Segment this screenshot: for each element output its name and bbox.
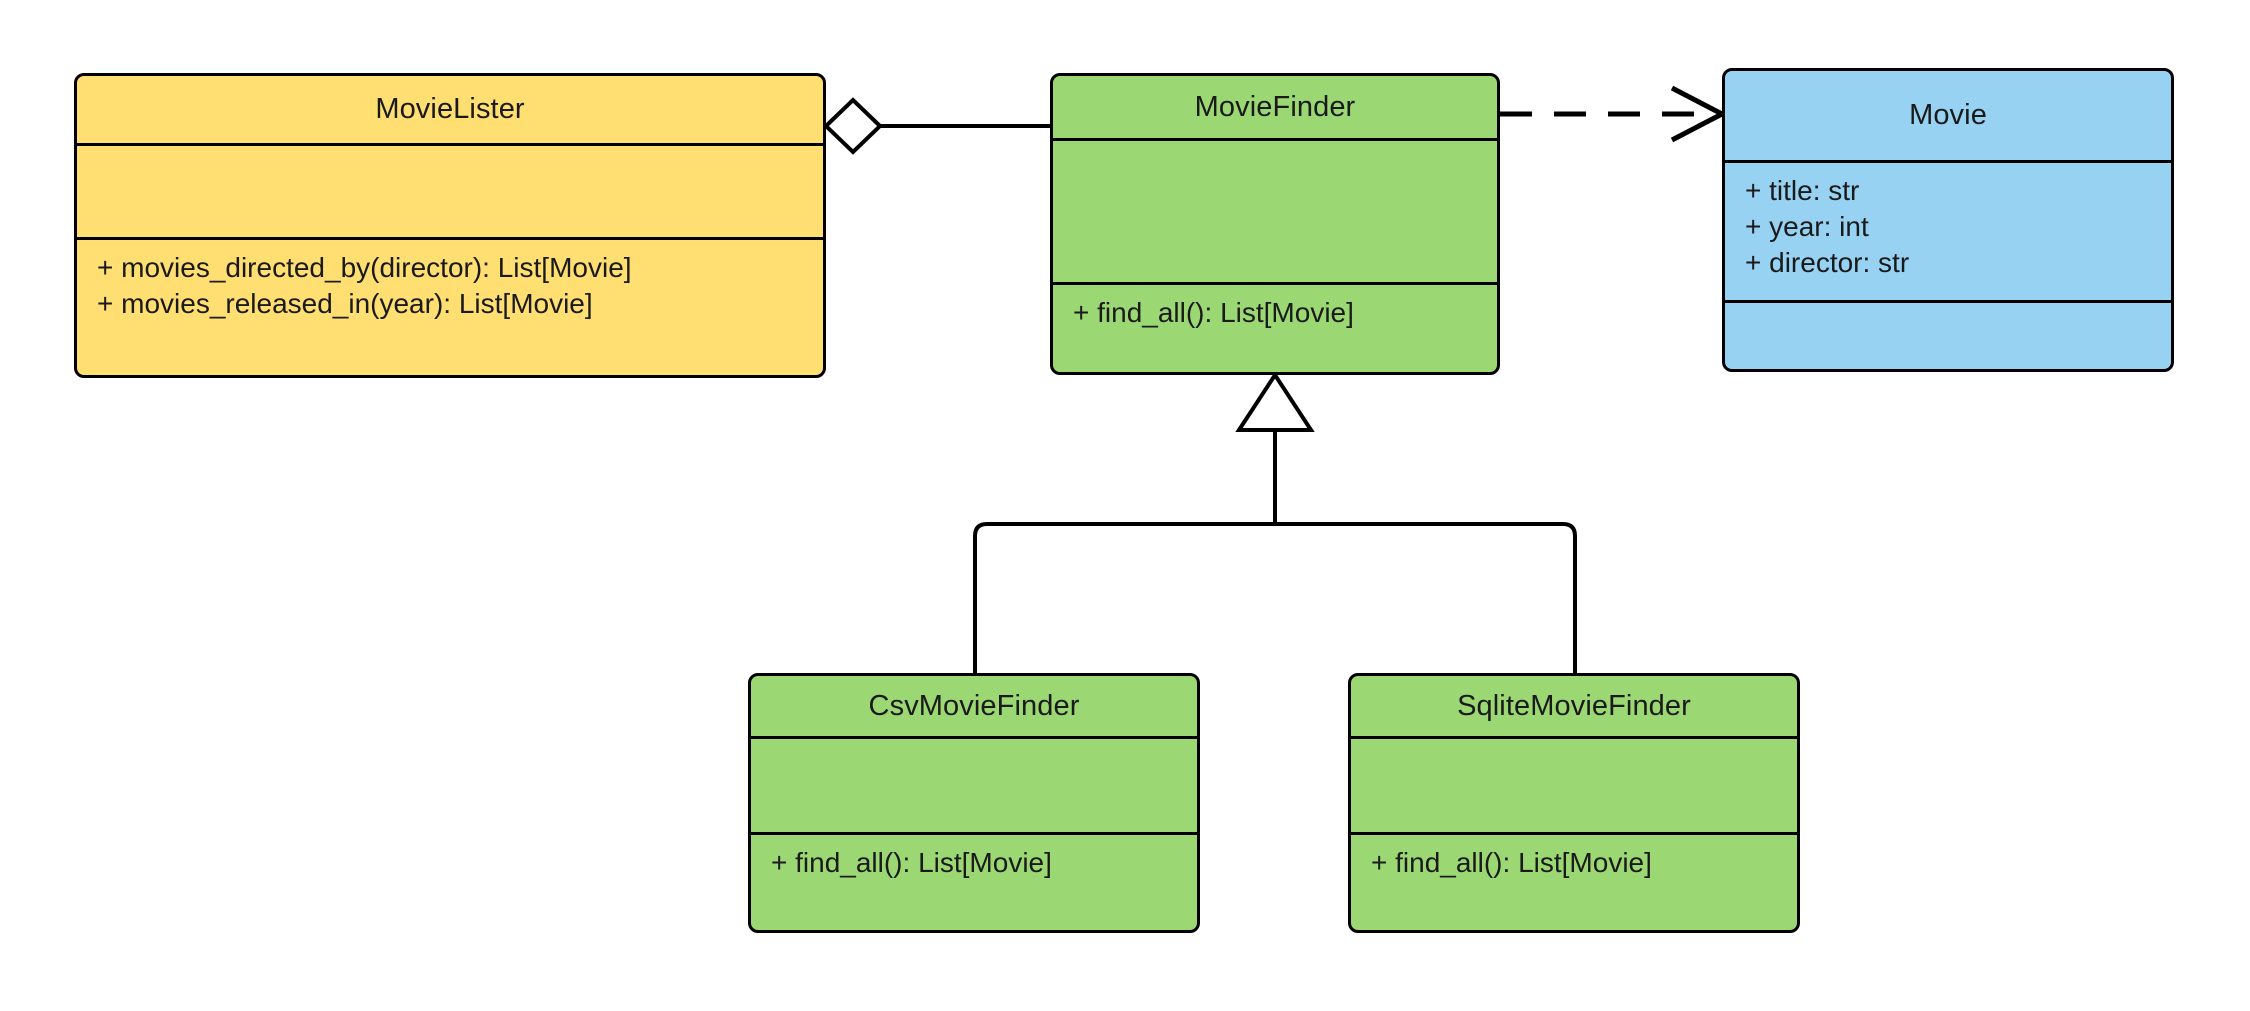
- attributes-compartment: [1351, 736, 1797, 832]
- method-line: + movies_directed_by(director): List[Mov…: [97, 252, 632, 283]
- class-title: MovieFinder: [1194, 90, 1356, 123]
- hollow-diamond-icon: [823, 97, 883, 155]
- method-line: + find_all(): List[Movie]: [1371, 847, 1652, 878]
- uml-class-movie[interactable]: Movie + title: str + year: int + directo…: [1722, 68, 2174, 372]
- class-name-compartment: Movie: [1725, 71, 2171, 160]
- generalization-branch-path: [973, 522, 1577, 658]
- attributes-compartment: [1053, 138, 1497, 282]
- open-arrowhead-icon: [1670, 85, 1728, 143]
- relationship-dependency-moviefinder-movie: [1500, 85, 1728, 143]
- class-name-compartment: MovieLister: [77, 76, 823, 143]
- methods-compartment: [1725, 300, 2171, 369]
- attribute-line: + year: int: [1745, 211, 1869, 243]
- attributes-compartment: [751, 736, 1197, 832]
- uml-class-sqlitemoviefinder[interactable]: SqliteMovieFinder + find_all(): List[Mov…: [1348, 673, 1800, 933]
- class-title: MovieLister: [375, 93, 525, 125]
- method-line: + find_all(): List[Movie]: [771, 847, 1052, 878]
- class-name-compartment: SqliteMovieFinder: [1351, 676, 1797, 736]
- attribute-line: + director: str: [1745, 247, 1910, 279]
- hollow-triangle-icon: [1235, 371, 1315, 432]
- class-title: SqliteMovieFinder: [1457, 689, 1691, 722]
- class-title: Movie: [1909, 99, 1987, 131]
- method-line: + find_all(): List[Movie]: [1073, 297, 1354, 328]
- methods-compartment: + movies_directed_by(director): List[Mov…: [77, 237, 823, 375]
- attributes-compartment: + title: str + year: int + director: str: [1725, 160, 2171, 300]
- uml-class-movielister[interactable]: MovieLister + movies_directed_by(directo…: [74, 73, 826, 378]
- methods-compartment: + find_all(): List[Movie]: [1053, 282, 1497, 372]
- methods-compartment: + find_all(): List[Movie]: [751, 832, 1197, 930]
- method-line: + movies_released_in(year): List[Movie]: [97, 288, 593, 320]
- class-name-compartment: MovieFinder: [1053, 76, 1497, 138]
- attributes-compartment: [77, 143, 823, 237]
- uml-class-csvmoviefinder[interactable]: CsvMovieFinder + find_all(): List[Movie]: [748, 673, 1200, 933]
- uml-class-moviefinder[interactable]: MovieFinder + find_all(): List[Movie]: [1050, 73, 1500, 375]
- methods-compartment: + find_all(): List[Movie]: [1351, 832, 1797, 930]
- class-title: CsvMovieFinder: [868, 689, 1080, 722]
- attribute-line: + title: str: [1745, 175, 1860, 206]
- relationship-aggregation-movielister-moviefinder: [823, 97, 1050, 155]
- class-name-compartment: CsvMovieFinder: [751, 676, 1197, 736]
- relationship-generalization-tree: [973, 371, 1577, 673]
